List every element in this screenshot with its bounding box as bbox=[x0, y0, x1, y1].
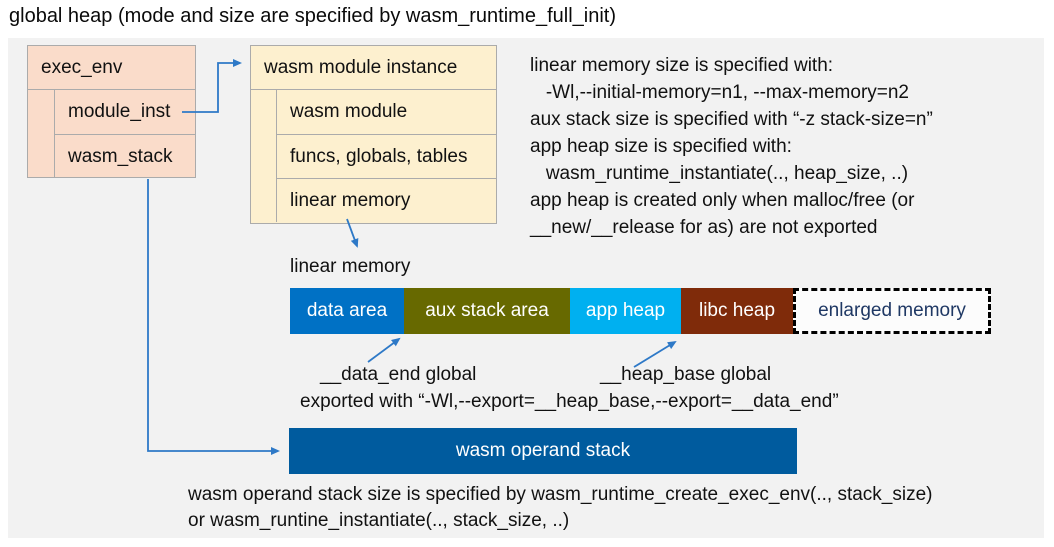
note-line: -Wl,--initial-memory=n1, --max-memory=n2 bbox=[530, 82, 909, 103]
note-line: or wasm_runtine_instantiate(.., stack_si… bbox=[188, 510, 570, 531]
bottom-notes: wasm operand stack size is specified by … bbox=[188, 482, 933, 534]
linear-memory-label: linear memory bbox=[290, 256, 411, 277]
note-line: wasm_runtime_instantiate(.., heap_size, … bbox=[530, 163, 909, 184]
linear-memory-bar: data area aux stack area app heap libc h… bbox=[290, 288, 991, 334]
exec-env-title: exec_env bbox=[28, 46, 195, 90]
note-line: app heap is created only when malloc/fre… bbox=[530, 190, 915, 211]
segment-data-area: data area bbox=[290, 288, 404, 334]
wasm-module-instance-title: wasm module instance bbox=[251, 46, 496, 90]
exec-env-field-wasm-stack: wasm_stack bbox=[54, 134, 195, 178]
right-notes: linear memory size is specified with: -W… bbox=[530, 52, 933, 241]
segment-libc-heap: libc heap bbox=[681, 288, 793, 334]
exec-env-box: exec_env module_inst wasm_stack bbox=[27, 45, 196, 178]
note-line: wasm operand stack size is specified by … bbox=[188, 484, 933, 505]
wasm-operand-stack-bar: wasm operand stack bbox=[289, 428, 797, 474]
exported-with-label: exported with “-Wl,--export=__heap_base,… bbox=[300, 391, 839, 412]
module-instance-field-wasm-module: wasm module bbox=[276, 90, 496, 134]
diagram-panel: exec_env module_inst wasm_stack wasm mod… bbox=[8, 38, 1044, 538]
segment-app-heap: app heap bbox=[570, 288, 681, 334]
exec-env-rows: module_inst wasm_stack bbox=[54, 90, 195, 178]
segment-aux-stack-area: aux stack area bbox=[404, 288, 570, 334]
exec-env-field-module-inst: module_inst bbox=[54, 90, 195, 134]
note-line: app heap size is specified with: bbox=[530, 136, 792, 157]
wasm-module-instance-rows: wasm module funcs, globals, tables linea… bbox=[276, 90, 496, 222]
data-end-global-label: __data_end global bbox=[320, 364, 477, 385]
module-instance-field-linear-memory: linear memory bbox=[276, 178, 496, 222]
page-title: global heap (mode and size are specified… bbox=[9, 5, 616, 27]
note-line: aux stack size is specified with “-z sta… bbox=[530, 109, 933, 130]
wasm-module-instance-box: wasm module instance wasm module funcs, … bbox=[250, 45, 497, 224]
segment-enlarged-memory: enlarged memory bbox=[793, 288, 991, 334]
module-instance-field-funcs-globals-tables: funcs, globals, tables bbox=[276, 134, 496, 178]
heap-base-global-label: __heap_base global bbox=[600, 364, 772, 385]
note-line: __new/__release for as) are not exported bbox=[530, 217, 878, 238]
note-line: linear memory size is specified with: bbox=[530, 55, 834, 76]
